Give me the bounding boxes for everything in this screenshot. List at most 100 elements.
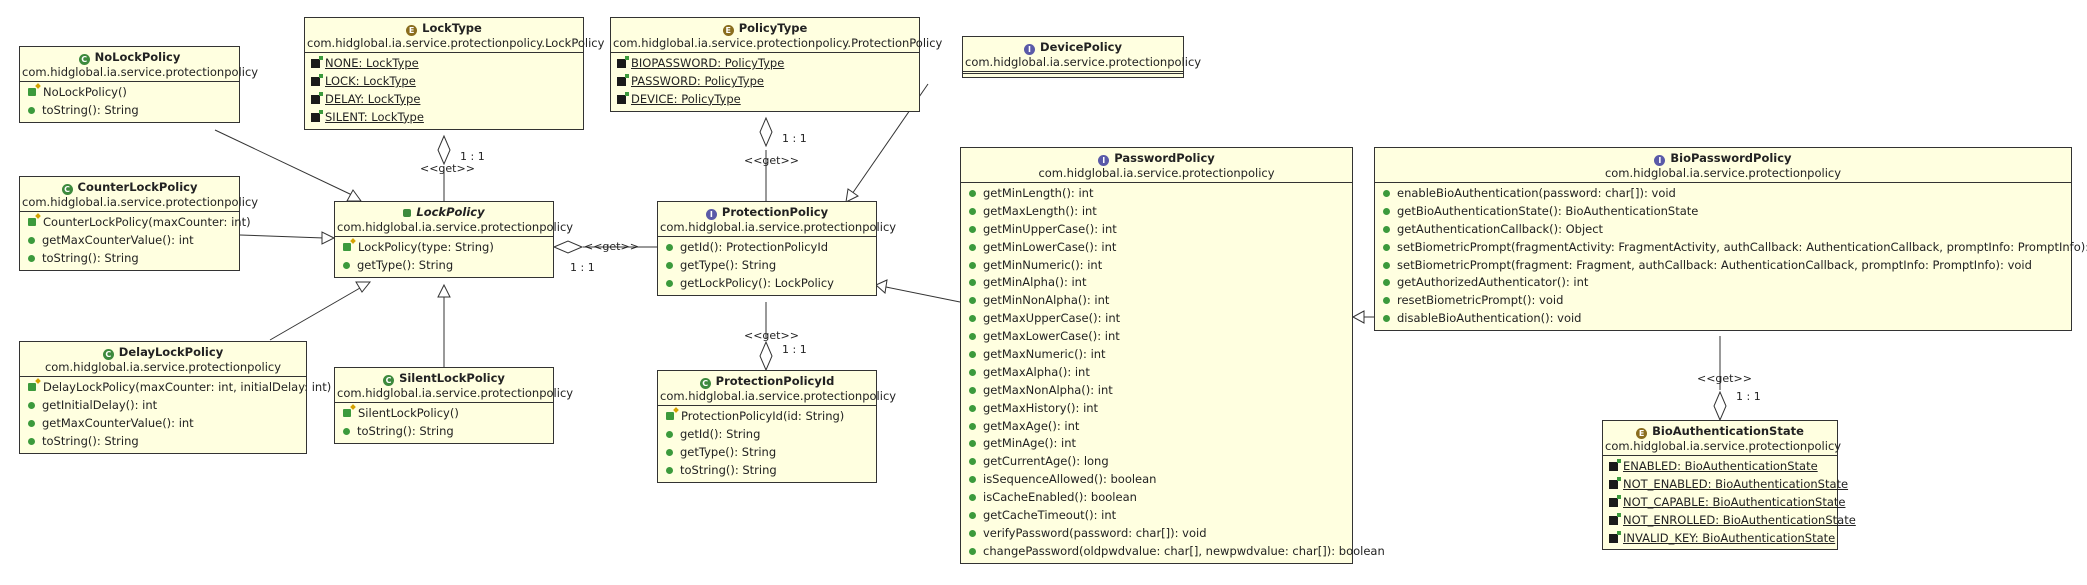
method-item[interactable]: getAuthenticationCallback(): Object xyxy=(1381,221,2067,239)
method-item[interactable]: getInitialDelay(): int xyxy=(26,397,302,415)
enum-constant[interactable]: INVALID_KEY: BioAuthenticationState xyxy=(1609,530,1835,548)
constructor-item[interactable]: NoLockPolicy() xyxy=(26,84,235,102)
method-item[interactable]: toString(): String xyxy=(341,423,549,441)
member-text: enableBioAuthentication(password: char[]… xyxy=(1397,186,1676,200)
method-item[interactable]: toString(): String xyxy=(664,462,872,480)
static-field-icon xyxy=(1609,512,1621,525)
method-item[interactable]: getMaxAge(): int xyxy=(967,418,1348,436)
method-item[interactable]: getMaxAlpha(): int xyxy=(967,364,1348,382)
public-method-icon xyxy=(28,254,35,262)
method-item[interactable]: isCacheEnabled(): boolean xyxy=(967,489,1348,507)
public-method-icon xyxy=(1383,243,1390,251)
method-item[interactable]: getMinAlpha(): int xyxy=(967,274,1348,292)
public-method-icon xyxy=(969,207,976,215)
method-item[interactable]: toString(): String xyxy=(26,102,235,120)
method-item[interactable]: getCurrentAge(): long xyxy=(967,453,1348,471)
method-item[interactable]: getMinLength(): int xyxy=(967,185,1348,203)
method-item[interactable]: resetBiometricPrompt(): void xyxy=(1381,292,2067,310)
enum-constant[interactable]: NOT_ENROLLED: BioAuthenticationState xyxy=(1609,512,1856,530)
member-text: NoLockPolicy() xyxy=(43,85,127,99)
enum-icon: E xyxy=(722,25,734,36)
method-item[interactable]: disableBioAuthentication(): void xyxy=(1381,310,2067,328)
method-item[interactable]: changePassword(oldpwdvalue: char[], newp… xyxy=(967,543,1385,561)
method-item[interactable]: getCacheTimeout(): int xyxy=(967,507,1348,525)
enum-constant[interactable]: NOT_CAPABLE: BioAuthenticationState xyxy=(1609,494,1845,512)
method-item[interactable]: getMinLowerCase(): int xyxy=(967,239,1348,257)
constructor-item[interactable]: CounterLockPolicy(maxCounter: int) xyxy=(26,214,251,232)
method-item[interactable]: getMinUpperCase(): int xyxy=(967,221,1348,239)
compartment-divider xyxy=(658,405,876,406)
method-item[interactable]: enableBioAuthentication(password: char[]… xyxy=(1381,185,2067,203)
method-item[interactable]: getMinNumeric(): int xyxy=(967,257,1348,275)
method-item[interactable]: getMaxCounterValue(): int xyxy=(26,232,235,250)
constructor-item[interactable]: LockPolicy(type: String) xyxy=(341,239,549,257)
method-item[interactable]: getId(): ProtectionPolicyId xyxy=(664,239,872,257)
package-name: com.hidglobal.ia.service.protectionpolic… xyxy=(613,36,943,50)
member-text: getAuthorizedAuthenticator(): int xyxy=(1397,275,1589,290)
method-item[interactable]: isSequenceAllowed(): boolean xyxy=(967,471,1348,489)
locktype-multiplicity-label: 1 : 1 xyxy=(460,150,485,163)
enum-constant[interactable]: DELAY: LockType xyxy=(311,91,579,109)
method-item[interactable]: getId(): String xyxy=(664,426,872,444)
enum-constant[interactable]: NONE: LockType xyxy=(311,55,579,73)
static-field-icon xyxy=(617,73,629,86)
method-item[interactable]: toString(): String xyxy=(26,250,235,268)
method-item[interactable]: getMaxNumeric(): int xyxy=(967,346,1348,364)
class-name-text: DevicePolicy xyxy=(1040,40,1122,54)
enum-constant[interactable]: DEVICE: PolicyType xyxy=(617,91,915,109)
interface-icon: I xyxy=(1654,155,1666,166)
method-item[interactable]: setBiometricPrompt(fragment: Fragment, a… xyxy=(1381,257,2067,275)
method-item[interactable]: verifyPassword(password: char[]): void xyxy=(967,525,1348,543)
method-item[interactable]: getMaxCounterValue(): int xyxy=(26,415,302,433)
bio-get-label: <<get>> xyxy=(1697,372,1752,385)
method-item[interactable]: getMaxNonAlpha(): int xyxy=(967,382,1348,400)
method-item[interactable]: getType(): String xyxy=(341,257,549,275)
method-item[interactable]: getMinAge(): int xyxy=(967,435,1348,453)
method-item[interactable]: getType(): String xyxy=(664,444,872,462)
package-name: com.hidglobal.ia.service.protectionpolic… xyxy=(44,360,282,374)
public-method-icon xyxy=(28,106,35,114)
enum-constant[interactable]: ENABLED: BioAuthenticationState xyxy=(1609,458,1833,476)
member-text: disableBioAuthentication(): void xyxy=(1397,311,1582,326)
enum-constant[interactable]: PASSWORD: PolicyType xyxy=(617,73,915,91)
constructor-item[interactable]: SilentLockPolicy() xyxy=(341,405,549,423)
method-item[interactable]: getMaxHistory(): int xyxy=(967,400,1348,418)
method-item[interactable]: getMaxLowerCase(): int xyxy=(967,328,1348,346)
member-text: getMaxAlpha(): int xyxy=(983,364,1090,379)
compartment-divider xyxy=(335,402,553,403)
enum-constant[interactable]: BIOPASSWORD: PolicyType xyxy=(617,55,915,73)
constructor-item[interactable]: ProtectionPolicyId(id: String) xyxy=(664,408,872,426)
method-item[interactable]: getMaxUpperCase(): int xyxy=(967,310,1348,328)
passwordpolicy-extends-line xyxy=(885,286,961,303)
method-item[interactable]: getBioAuthenticationState(): BioAuthenti… xyxy=(1381,203,2067,221)
method-item[interactable]: getAuthorizedAuthenticator(): int xyxy=(1381,274,2067,292)
method-item[interactable]: toString(): String xyxy=(26,433,302,451)
constructor-item[interactable]: DelayLockPolicy(maxCounter: int, initial… xyxy=(26,379,331,397)
method-item[interactable]: getLockPolicy(): LockPolicy xyxy=(664,275,872,293)
member-text: ProtectionPolicyId(id: String) xyxy=(681,409,845,423)
enum-constant[interactable]: LOCK: LockType xyxy=(311,73,579,91)
enum-constant[interactable]: SILENT: LockType xyxy=(311,109,579,127)
compartment-divider xyxy=(20,211,239,212)
method-item[interactable]: setBiometricPrompt(fragmentActivity: Fra… xyxy=(1381,239,2087,257)
method-item[interactable]: getMaxLength(): int xyxy=(967,203,1348,221)
method-item[interactable]: getType(): String xyxy=(664,257,872,275)
method-item[interactable]: getMinNonAlpha(): int xyxy=(967,292,1348,310)
enum-constant[interactable]: NOT_ENABLED: BioAuthenticationState xyxy=(1609,476,1848,494)
package-name: com.hidglobal.ia.service.protectionpolic… xyxy=(1604,166,1842,180)
